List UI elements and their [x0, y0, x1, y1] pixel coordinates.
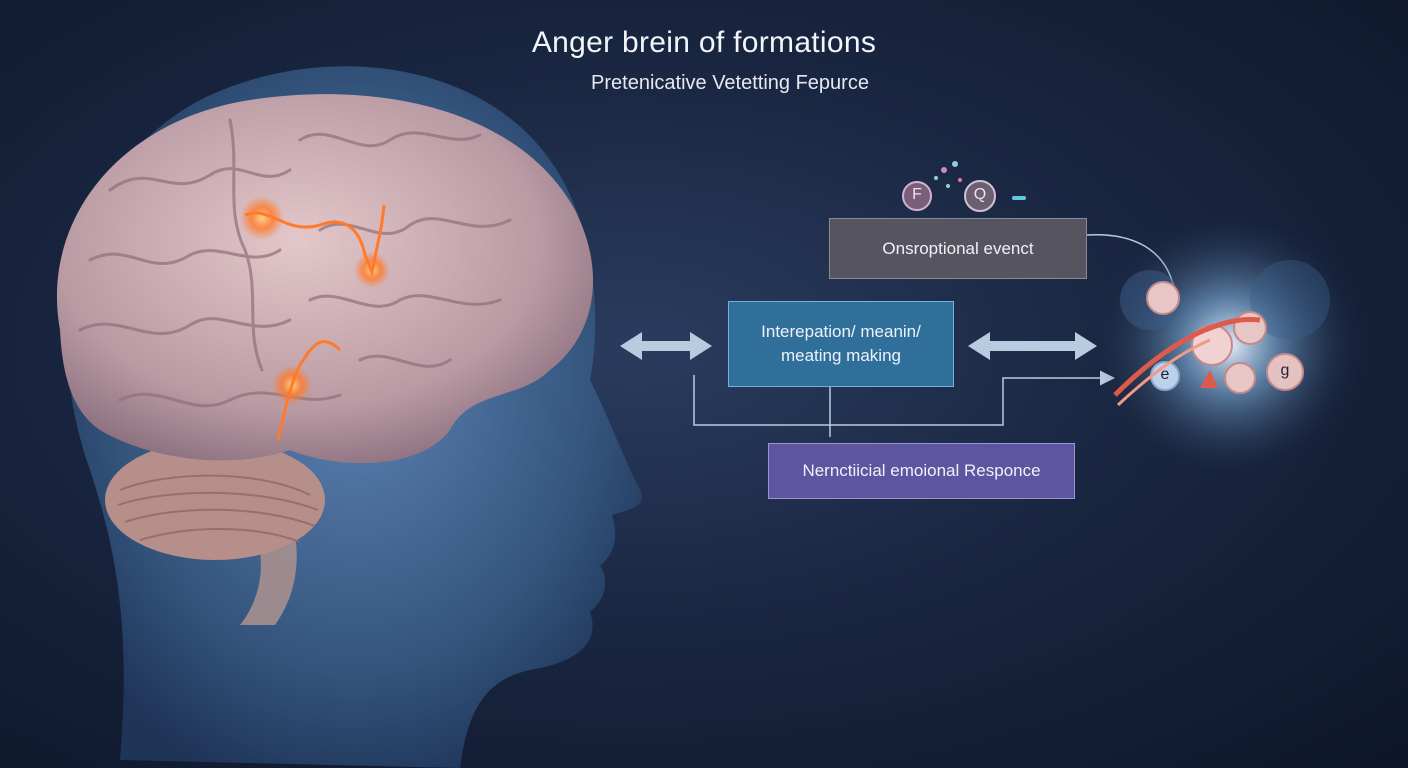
emotional-event-box: Onsroptional evenct [829, 218, 1087, 279]
emotional-response-label: Nernctiicial emoional Responce [802, 461, 1041, 480]
interpretation-label-line2: meating making [780, 346, 901, 365]
cerebellum [105, 440, 325, 560]
cerebrum [56, 94, 594, 464]
neural-pathway-lower [276, 340, 342, 441]
emotional-response-box: Nernctiicial emoional Responce [768, 443, 1075, 499]
right-double-arrow [968, 332, 1097, 360]
interpretation-box: Interepation/ meanin/ meating making [728, 301, 954, 387]
neural-pathway-upper [244, 204, 386, 278]
left-double-arrow [620, 332, 712, 360]
interpretation-label-line1: Interepation/ meanin/ [761, 322, 921, 341]
bubble-letter-q: Q [973, 186, 987, 203]
molecule-bubbles [902, 161, 1026, 212]
page-subtitle: Pretenicative Vetetting Fepurce [591, 72, 869, 94]
cell-letter-g: g [1280, 362, 1290, 379]
cell-letter-e: e [1160, 366, 1170, 383]
cell-cluster [1095, 210, 1365, 480]
emotional-event-label: Onsroptional evenct [882, 238, 1034, 258]
page-title: Anger brein of formations [531, 26, 877, 59]
bubble-letter-f: F [912, 186, 922, 203]
